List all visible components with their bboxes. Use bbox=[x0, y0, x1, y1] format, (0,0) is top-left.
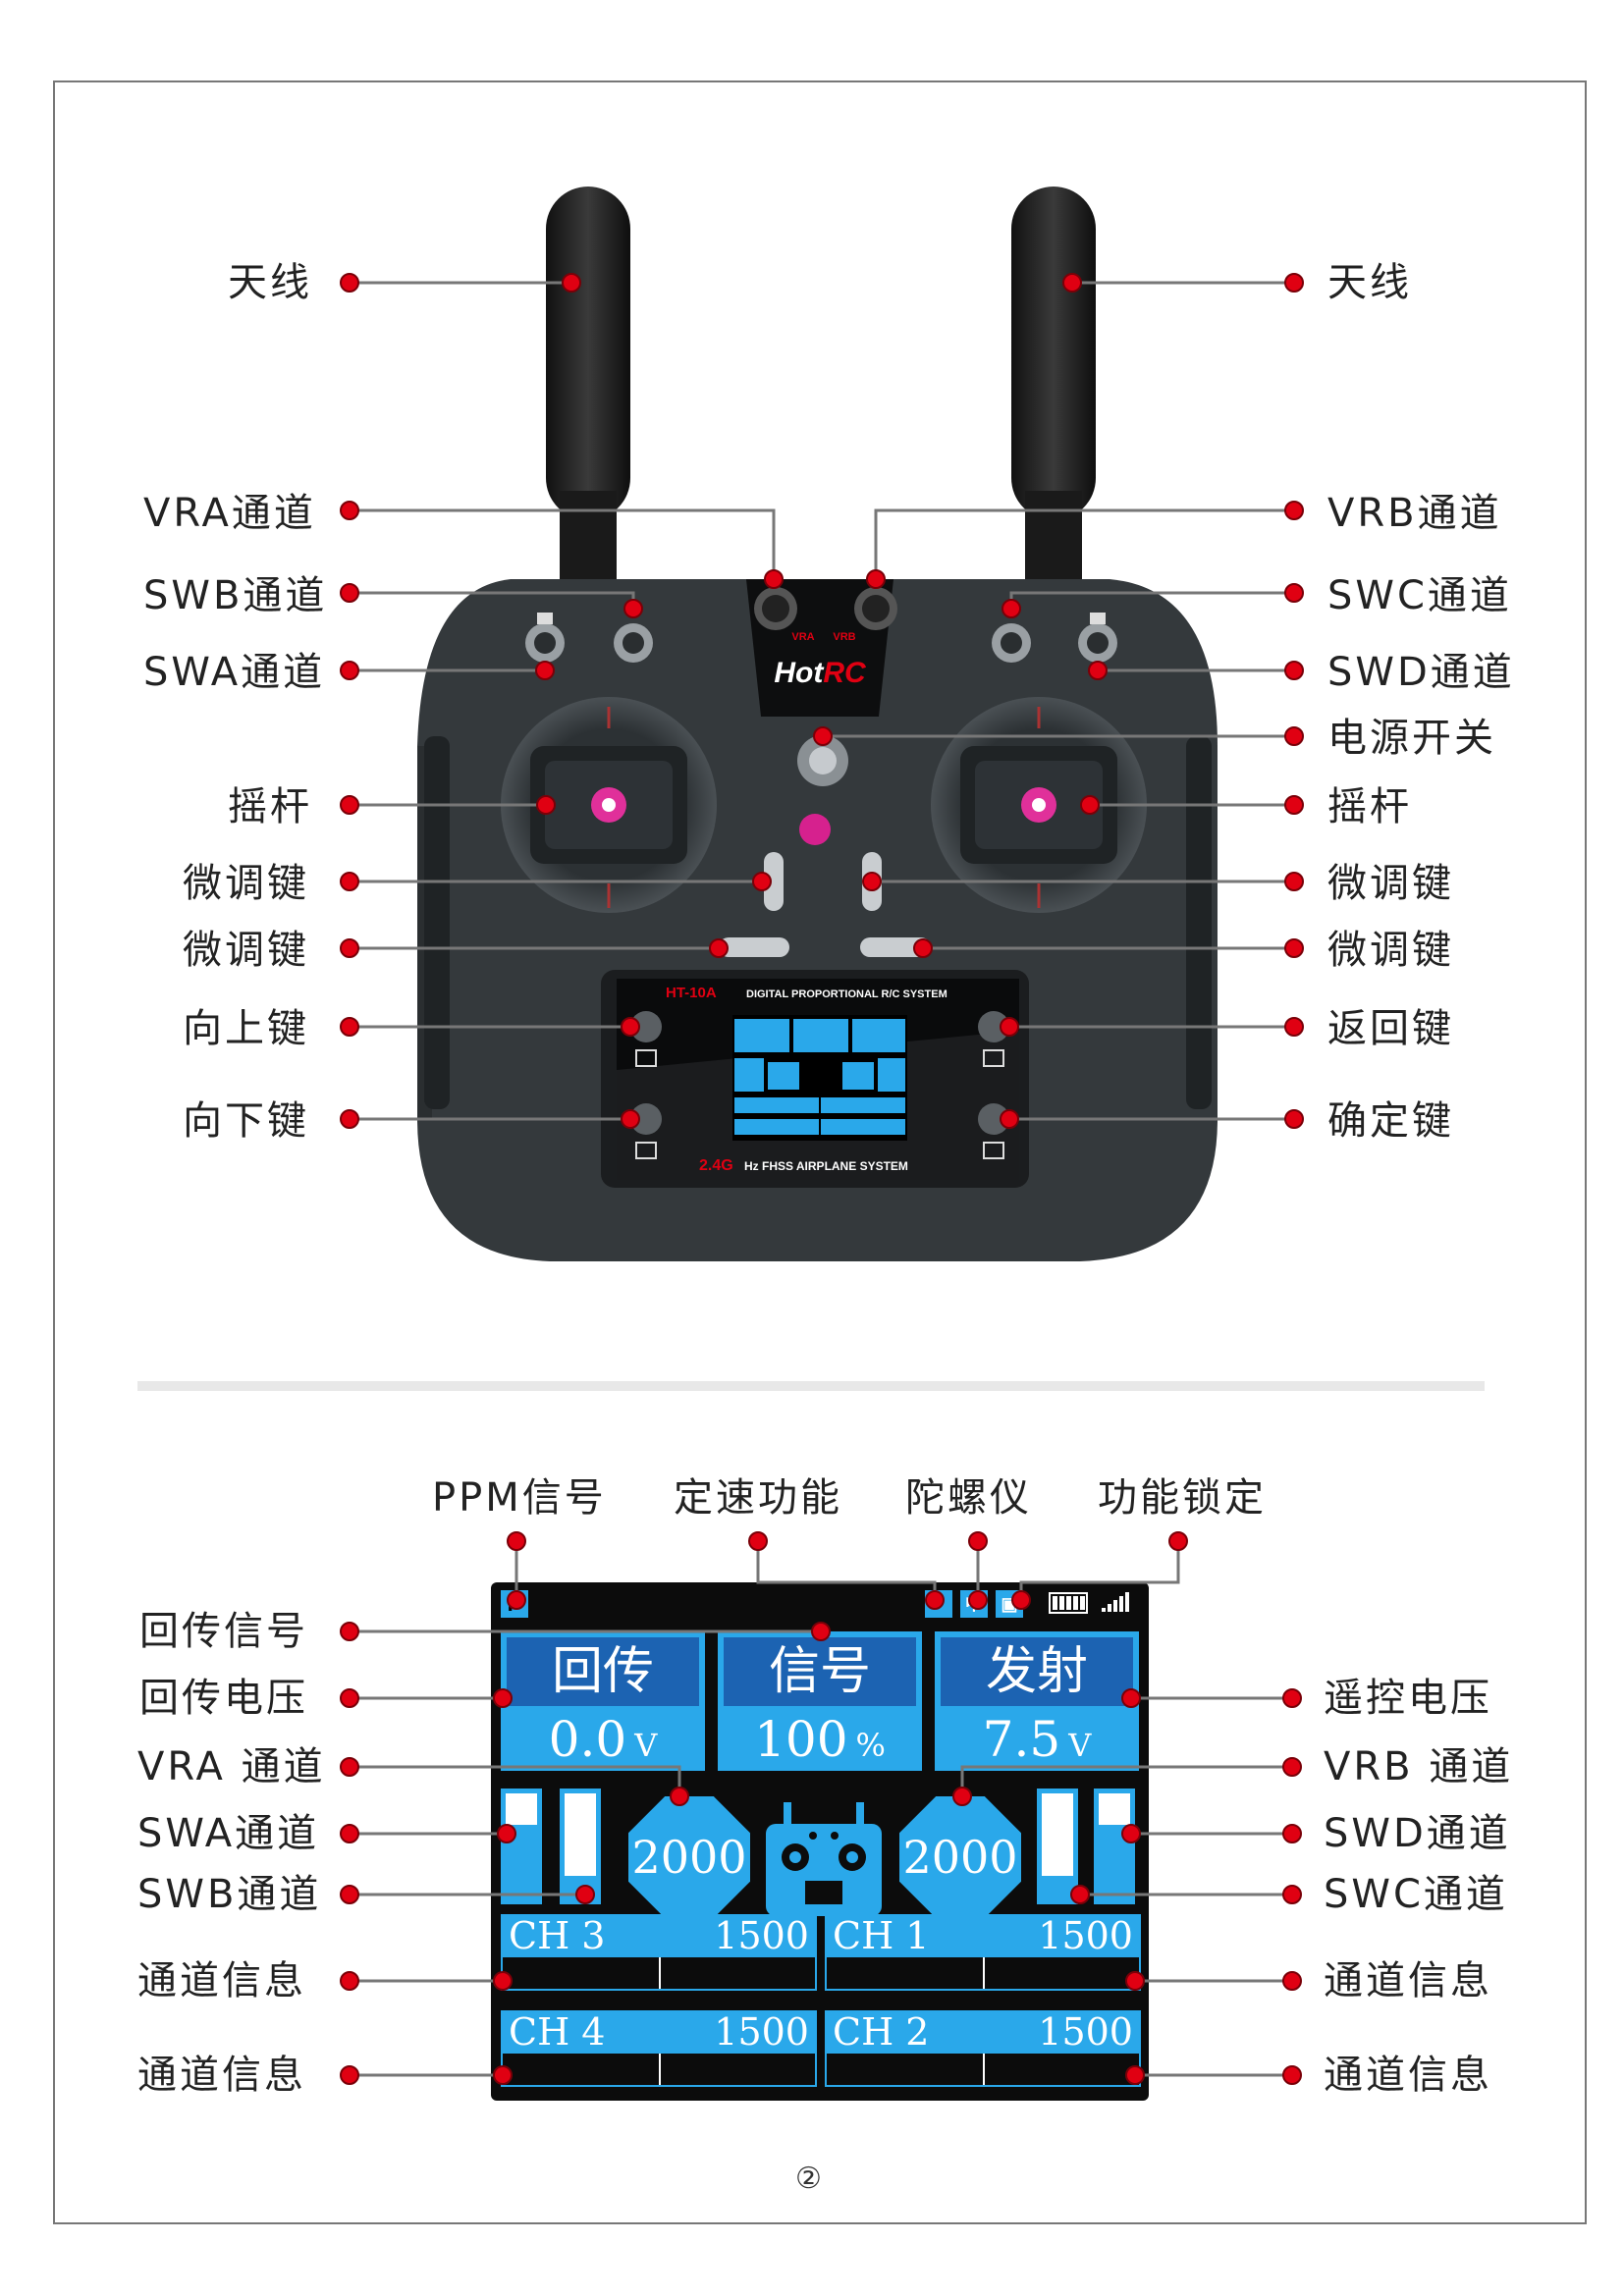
svg-text:2.4G: 2.4G bbox=[699, 1157, 733, 1174]
svg-text:VRB: VRB bbox=[833, 631, 855, 643]
label-back-key: 返回键 bbox=[1327, 1006, 1454, 1051]
label-channel-info-l2: 通道信息 bbox=[137, 2053, 306, 2098]
label-vrb-channel-lcd: VRB 通道 bbox=[1324, 1744, 1514, 1789]
lock-icon: ▣ bbox=[996, 1590, 1023, 1618]
label-stick-left: 摇杆 bbox=[228, 784, 312, 829]
signal-strength-icon bbox=[1102, 1592, 1131, 1612]
svg-text:VRA: VRA bbox=[791, 631, 814, 643]
label-gyro: 陀螺仪 bbox=[905, 1475, 1032, 1521]
label-cruise-control: 定速功能 bbox=[674, 1475, 842, 1521]
label-ok-key: 确定键 bbox=[1327, 1098, 1454, 1144]
left-vertical-trim bbox=[764, 852, 784, 911]
swb-bar bbox=[560, 1789, 601, 1904]
page-frame bbox=[53, 80, 1587, 2224]
label-swd-channel: SWD通道 bbox=[1327, 650, 1515, 695]
label-up-key: 向上键 bbox=[183, 1006, 309, 1051]
label-vrb-channel: VRB通道 bbox=[1327, 491, 1502, 536]
label-swa-channel-lcd: SWA通道 bbox=[137, 1811, 320, 1856]
label-down-key: 向下键 bbox=[183, 1098, 309, 1144]
label-vra-channel: VRA通道 bbox=[143, 491, 316, 536]
panel-title: 发射 bbox=[941, 1637, 1133, 1706]
label-power-switch: 电源开关 bbox=[1327, 716, 1496, 761]
svg-text:Hz FHSS AIRPLANE SYSTEM: Hz FHSS AIRPLANE SYSTEM bbox=[744, 1159, 908, 1173]
gyro-icon: 中 bbox=[960, 1590, 988, 1618]
label-channel-info-l1: 通道信息 bbox=[137, 1958, 306, 2003]
transmitter-illustration: HotRC VRA VRB HT-10A DIGITAL PROPORTIONA… bbox=[340, 187, 1304, 1261]
label-tx-voltage: 遥控电压 bbox=[1324, 1676, 1492, 1721]
label-channel-info-r1: 通道信息 bbox=[1324, 1958, 1492, 2003]
svg-text:DIGITAL PROPORTIONAL R/C SYSTE: DIGITAL PROPORTIONAL R/C SYSTEM bbox=[746, 988, 947, 1000]
label-trim-right-1: 微调键 bbox=[1327, 861, 1454, 906]
section-divider bbox=[137, 1381, 1485, 1391]
right-horizontal-trim bbox=[860, 937, 931, 957]
panel-value: 100% bbox=[754, 1711, 886, 1768]
label-swb-channel-lcd: SWB通道 bbox=[137, 1872, 322, 1917]
brand-logo: HotRC bbox=[774, 657, 867, 689]
label-antenna-right: 天线 bbox=[1327, 260, 1412, 305]
swa-bar bbox=[501, 1789, 542, 1904]
left-horizontal-trim bbox=[719, 937, 789, 957]
label-swd-channel-lcd: SWD通道 bbox=[1324, 1811, 1511, 1856]
label-trim-right-2: 微调键 bbox=[1327, 928, 1454, 973]
label-swa-channel: SWA通道 bbox=[143, 650, 326, 695]
battery-icon bbox=[1049, 1592, 1088, 1614]
back-button bbox=[978, 1011, 1009, 1042]
signal-panel: 信号 100% bbox=[718, 1631, 922, 1771]
panel-title: 信号 bbox=[724, 1637, 916, 1706]
left-antenna bbox=[546, 187, 630, 520]
panel-title: 回传 bbox=[507, 1637, 699, 1706]
swc-bar bbox=[1037, 1789, 1078, 1904]
label-swb-channel: SWB通道 bbox=[143, 573, 328, 618]
right-antenna bbox=[1011, 187, 1096, 520]
cruise-icon: ⁄ bbox=[925, 1590, 952, 1618]
svg-text:HT-10A: HT-10A bbox=[666, 985, 717, 1001]
vra-value: 2000 bbox=[628, 1796, 750, 1918]
label-telemetry-voltage: 回传电压 bbox=[139, 1676, 308, 1721]
label-trim-left-1: 微调键 bbox=[183, 861, 309, 906]
label-channel-info-r2: 通道信息 bbox=[1324, 2053, 1492, 2098]
label-function-lock: 功能锁定 bbox=[1098, 1475, 1267, 1521]
up-button bbox=[630, 1011, 662, 1042]
ppm-indicator: P bbox=[501, 1590, 528, 1618]
label-swc-channel: SWC通道 bbox=[1327, 573, 1512, 618]
label-ppm-signal: PPM信号 bbox=[432, 1475, 607, 1521]
swd-bar bbox=[1094, 1789, 1135, 1904]
label-swc-channel-lcd: SWC通道 bbox=[1324, 1872, 1508, 1917]
transmitter-icon bbox=[766, 1802, 882, 1916]
center-button bbox=[799, 814, 831, 845]
label-trim-left-2: 微调键 bbox=[183, 928, 309, 973]
vrb-value: 2000 bbox=[899, 1796, 1021, 1918]
down-button bbox=[630, 1103, 662, 1135]
page-number: ② bbox=[795, 2162, 822, 2196]
ok-button bbox=[978, 1103, 1009, 1135]
label-antenna-left: 天线 bbox=[228, 260, 312, 305]
label-vra-channel-lcd: VRA 通道 bbox=[137, 1744, 326, 1789]
label-telemetry-signal: 回传信号 bbox=[139, 1609, 308, 1654]
label-stick-right: 摇杆 bbox=[1327, 784, 1412, 829]
